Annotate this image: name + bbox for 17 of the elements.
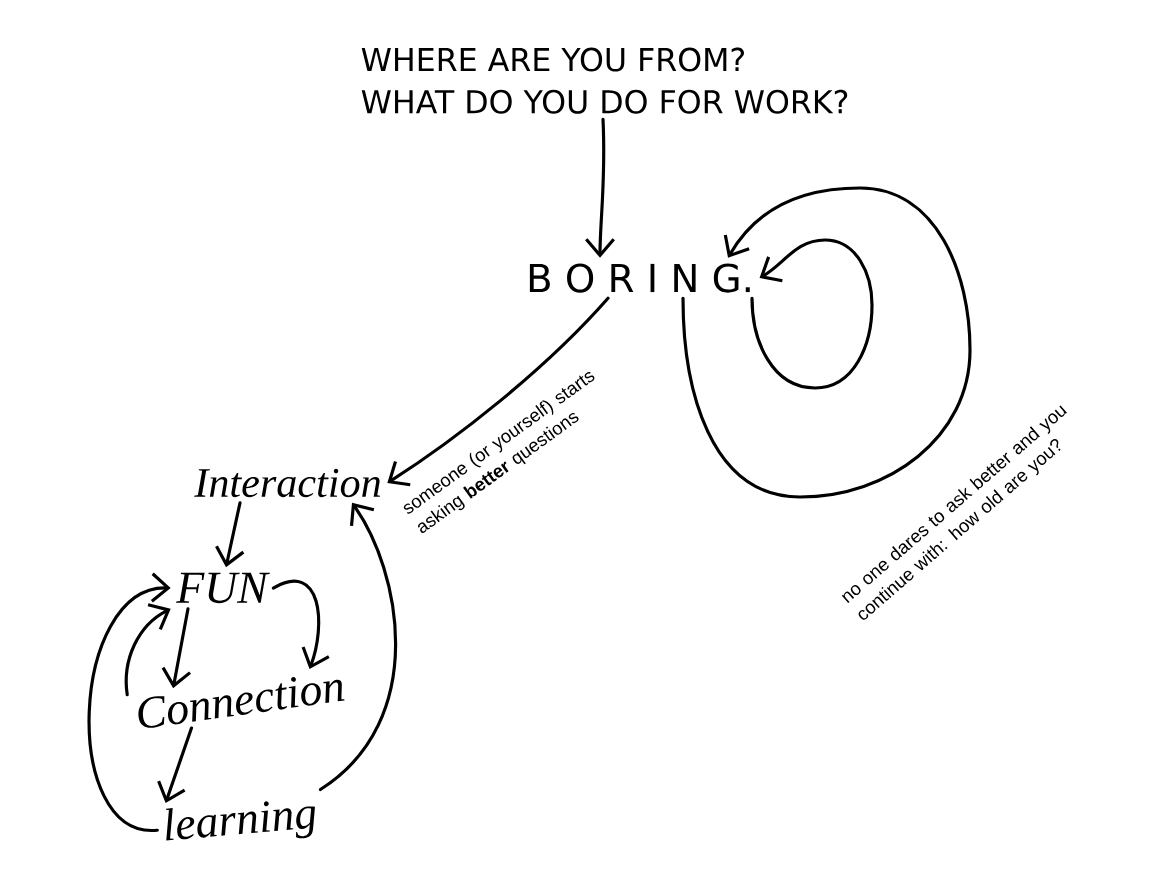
curved-arrow <box>318 502 398 792</box>
arrow <box>161 607 192 689</box>
question-text: WHERE ARE YOU FROM? WHAT DO YOU DO FOR WORK? <box>361 47 848 114</box>
handwritten-word: FUN <box>176 572 270 604</box>
handwritten-word: Connection <box>138 677 345 728</box>
curved-arrow <box>87 572 171 832</box>
handwritten-word: B O R I N G. <box>529 263 750 293</box>
curved-arrow <box>124 603 171 697</box>
curved-arrow <box>387 296 610 487</box>
loop-arrow <box>750 238 874 390</box>
curved-arrow <box>271 579 330 670</box>
handwritten-word: learning <box>166 801 315 841</box>
arrow <box>157 726 194 804</box>
arrow <box>215 501 245 568</box>
curved-arrow <box>585 117 615 258</box>
handwritten-word: Interaction <box>194 468 380 498</box>
loop-arrow <box>681 186 972 499</box>
